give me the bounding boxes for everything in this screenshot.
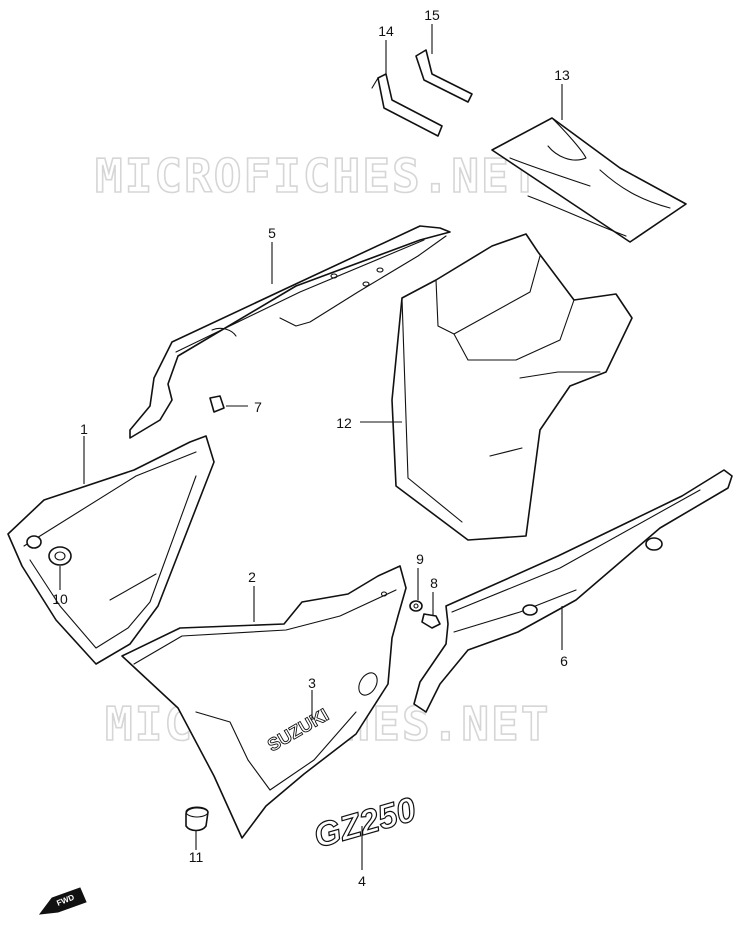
callout-12: 12 (336, 415, 352, 431)
leader-lines (59, 24, 563, 870)
callout-8: 8 (430, 575, 438, 591)
part-4-model-emblem: GZ250 (309, 790, 421, 856)
callout-15: 15 (424, 7, 440, 23)
model-emblem-text: GZ250 (310, 790, 420, 855)
part-2-right-side-cover (121, 565, 407, 839)
part-6-frame-cover (413, 469, 733, 713)
part-8-bolt (421, 613, 441, 629)
part-7-clip (209, 395, 225, 413)
part-5-frame-cover (129, 225, 451, 439)
callout-1: 1 (80, 421, 88, 437)
fwd-direction-badge: FWD (38, 887, 87, 915)
callout-2: 2 (248, 569, 256, 585)
watermark-top: MICROFICHES.NET (95, 149, 540, 203)
fwd-arrow-icon (38, 887, 87, 915)
callout-10: 10 (52, 591, 68, 607)
callout-4: 4 (358, 873, 366, 889)
callout-5: 5 (268, 225, 276, 241)
part-9-washer (409, 600, 423, 612)
part-11-grommet (185, 806, 209, 832)
callout-3: 3 (308, 675, 316, 691)
callout-14: 14 (378, 23, 394, 39)
callout-6: 6 (560, 653, 568, 669)
callout-13: 13 (554, 67, 570, 83)
callout-labels: 1 2 3 4 5 6 7 8 9 10 11 12 13 14 15 (52, 7, 570, 889)
part-12-inner-fender (391, 233, 633, 541)
callout-7: 7 (254, 399, 262, 415)
part-1-left-side-cover (7, 435, 215, 665)
part-15-hex-wrench (415, 49, 473, 103)
callout-9: 9 (416, 551, 424, 567)
callout-11: 11 (189, 849, 204, 865)
part-13-tool-bag (491, 117, 687, 243)
part-10-grommet (48, 546, 72, 566)
